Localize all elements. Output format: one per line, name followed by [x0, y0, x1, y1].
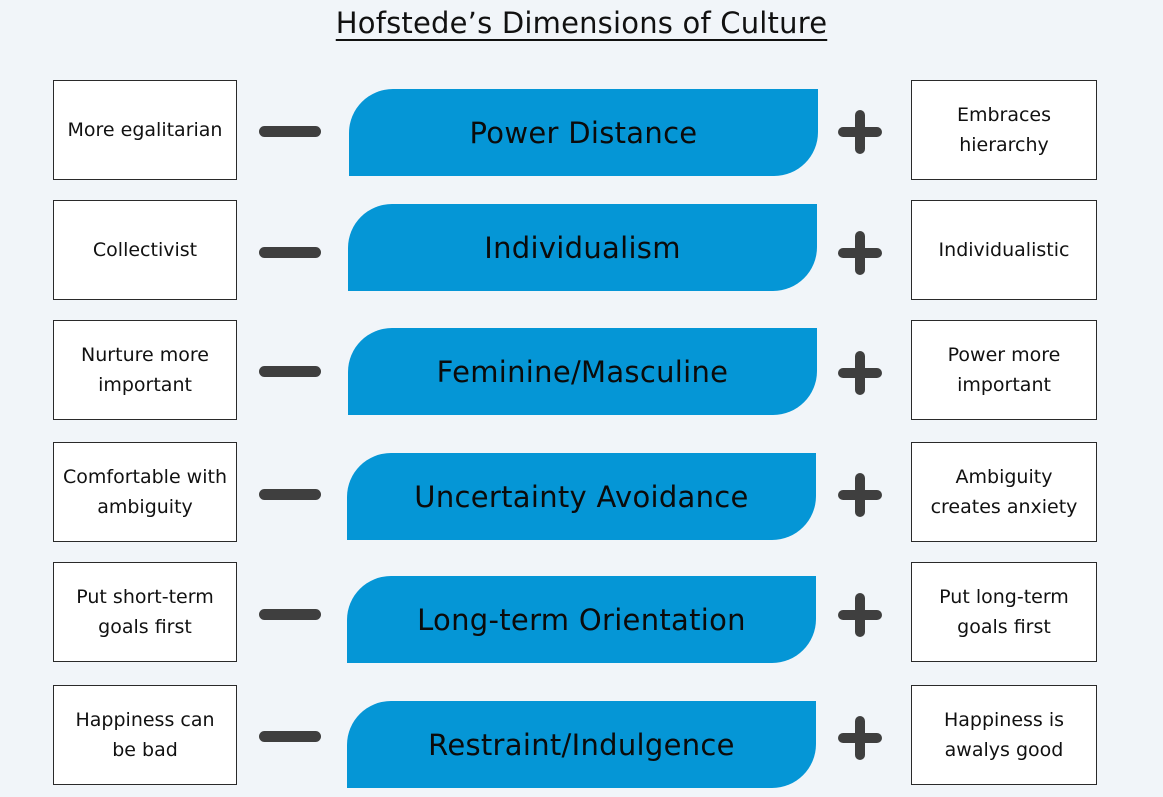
dimension-row-restraint-indulgence: Happiness can be bad Restraint/Indulgenc…	[0, 685, 1163, 788]
high-pole-label: Individualistic	[938, 239, 1070, 261]
high-pole-box: Individualistic	[911, 200, 1097, 300]
dimension-row-power-distance: More egalitarian Power Distance Embraces…	[0, 80, 1163, 182]
high-pole-box: Power more important	[911, 320, 1097, 420]
dimension-label: Individualism	[484, 230, 681, 265]
high-pole-label: Power more important	[947, 344, 1061, 396]
plus-icon	[838, 231, 882, 275]
dimension-pill: Individualism	[348, 204, 817, 291]
high-pole-box: Embraces hierarchy	[911, 80, 1097, 180]
low-pole-box: Happiness can be bad	[53, 685, 237, 785]
high-pole-label: Put long-term goals first	[939, 586, 1069, 638]
low-pole-box: More egalitarian	[53, 80, 237, 180]
plus-icon	[838, 473, 882, 517]
low-pole-label: Collectivist	[92, 239, 198, 261]
high-pole-box: Happiness is awalys good	[911, 685, 1097, 785]
diagram-title: Hofstede’s Dimensions of Culture	[335, 6, 828, 40]
minus-icon	[259, 126, 321, 137]
low-pole-box: Put short-term goals first	[53, 562, 237, 662]
low-pole-box: Collectivist	[53, 200, 237, 300]
dimension-row-individualism: Collectivist Individualism Individualist…	[0, 200, 1163, 302]
dimension-pill: Long-term Orientation	[347, 576, 816, 663]
dimension-label: Feminine/Masculine	[436, 354, 729, 389]
dimension-pill: Power Distance	[349, 89, 818, 176]
dimension-row-feminine-masculine: Nurture more important Feminine/Masculin…	[0, 320, 1163, 422]
high-pole-box: Put long-term goals first	[911, 562, 1097, 662]
minus-icon	[259, 489, 321, 500]
high-pole-label: Happiness is awalys good	[943, 709, 1065, 761]
minus-icon	[259, 247, 321, 258]
minus-icon	[259, 609, 321, 620]
low-pole-box: Nurture more important	[53, 320, 237, 420]
low-pole-label: Happiness can be bad	[75, 709, 215, 761]
low-pole-label: Nurture more important	[81, 344, 209, 396]
plus-icon	[838, 716, 882, 760]
dimension-label: Restraint/Indulgence	[428, 727, 735, 762]
plus-icon	[838, 351, 882, 395]
minus-icon	[259, 366, 321, 377]
low-pole-label: Put short-term goals first	[76, 586, 214, 638]
dimension-pill: Uncertainty Avoidance	[347, 453, 816, 540]
dimension-label: Long-term Orientation	[417, 602, 746, 637]
plus-icon	[838, 593, 882, 637]
dimension-pill: Feminine/Masculine	[348, 328, 817, 415]
low-pole-label: Comfortable with ambiguity	[63, 466, 227, 518]
low-pole-box: Comfortable with ambiguity	[53, 442, 237, 542]
minus-icon	[259, 731, 321, 742]
plus-icon	[838, 110, 882, 154]
high-pole-label: Ambiguity creates anxiety	[930, 466, 1078, 518]
high-pole-box: Ambiguity creates anxiety	[911, 442, 1097, 542]
dimension-label: Power Distance	[469, 115, 698, 150]
dimension-row-long-term-orientation: Put short-term goals first Long-term Ori…	[0, 562, 1163, 664]
low-pole-label: More egalitarian	[67, 119, 223, 141]
dimension-row-uncertainty-avoidance: Comfortable with ambiguity Uncertainty A…	[0, 442, 1163, 544]
dimension-label: Uncertainty Avoidance	[414, 479, 749, 514]
dimension-pill: Restraint/Indulgence	[347, 701, 816, 788]
high-pole-label: Embraces hierarchy	[956, 104, 1052, 156]
